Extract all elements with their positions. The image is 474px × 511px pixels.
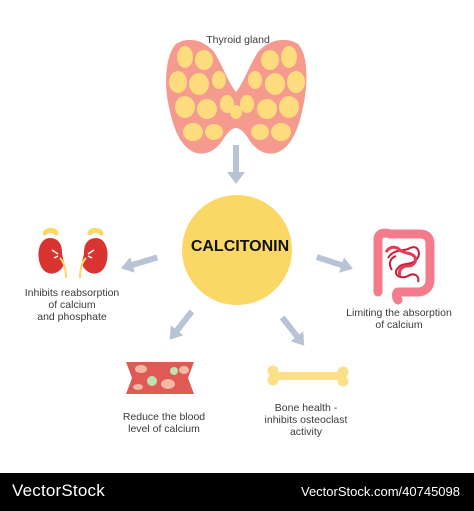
calcitonin-diagram bbox=[38, 39, 435, 394]
intestine-label-line-2: of calcium bbox=[375, 319, 423, 331]
arrow-right bbox=[315, 254, 353, 273]
kidneys-illustration bbox=[38, 227, 108, 279]
calcitonin-circle bbox=[182, 195, 292, 305]
blood-vessel-illustration bbox=[126, 362, 194, 394]
blood-label: Reduce the blood level of calcium bbox=[104, 411, 224, 435]
center-label: CALCITONIN bbox=[190, 238, 290, 255]
arrow-down bbox=[227, 145, 245, 184]
bone-illustration bbox=[267, 365, 349, 387]
intestine-illustration bbox=[373, 228, 435, 305]
thyroid-gland-illustration bbox=[166, 39, 307, 154]
intestine-label-line-1: Limiting the absorption bbox=[346, 307, 452, 319]
blood-label-line-1: Reduce the blood bbox=[122, 411, 206, 423]
kidneys-label-line-1: Inhibits reabsorption bbox=[24, 287, 120, 299]
thyroid-label: Thyroid gland bbox=[206, 34, 270, 46]
blood-label-line-2: level of calcium bbox=[128, 423, 200, 435]
bone-label-line-3: activity bbox=[289, 426, 323, 438]
kidneys-label-line-3: and phosphate bbox=[37, 311, 107, 323]
bone-label: Bone health - inhibits osteoclast activi… bbox=[246, 402, 366, 438]
kidneys-label: Inhibits reabsorption of calcium and pho… bbox=[8, 287, 136, 323]
kidneys-label-line-2: of calcium bbox=[48, 299, 96, 311]
arrow-left bbox=[120, 254, 159, 273]
arrow-down-right bbox=[279, 315, 305, 346]
bone-label-line-1: Bone health - bbox=[274, 402, 338, 414]
arrow-down-left bbox=[169, 309, 195, 340]
bone-label-line-2: inhibits osteoclast bbox=[264, 414, 348, 426]
footer-bar: VectorStock VectorStock.com/40745098 bbox=[0, 473, 474, 511]
intestine-label: Limiting the absorption of calcium bbox=[334, 307, 464, 331]
arrows bbox=[120, 145, 353, 346]
footer-url: VectorStock.com/40745098 bbox=[301, 484, 460, 499]
footer-brand: VectorStock bbox=[12, 481, 105, 500]
